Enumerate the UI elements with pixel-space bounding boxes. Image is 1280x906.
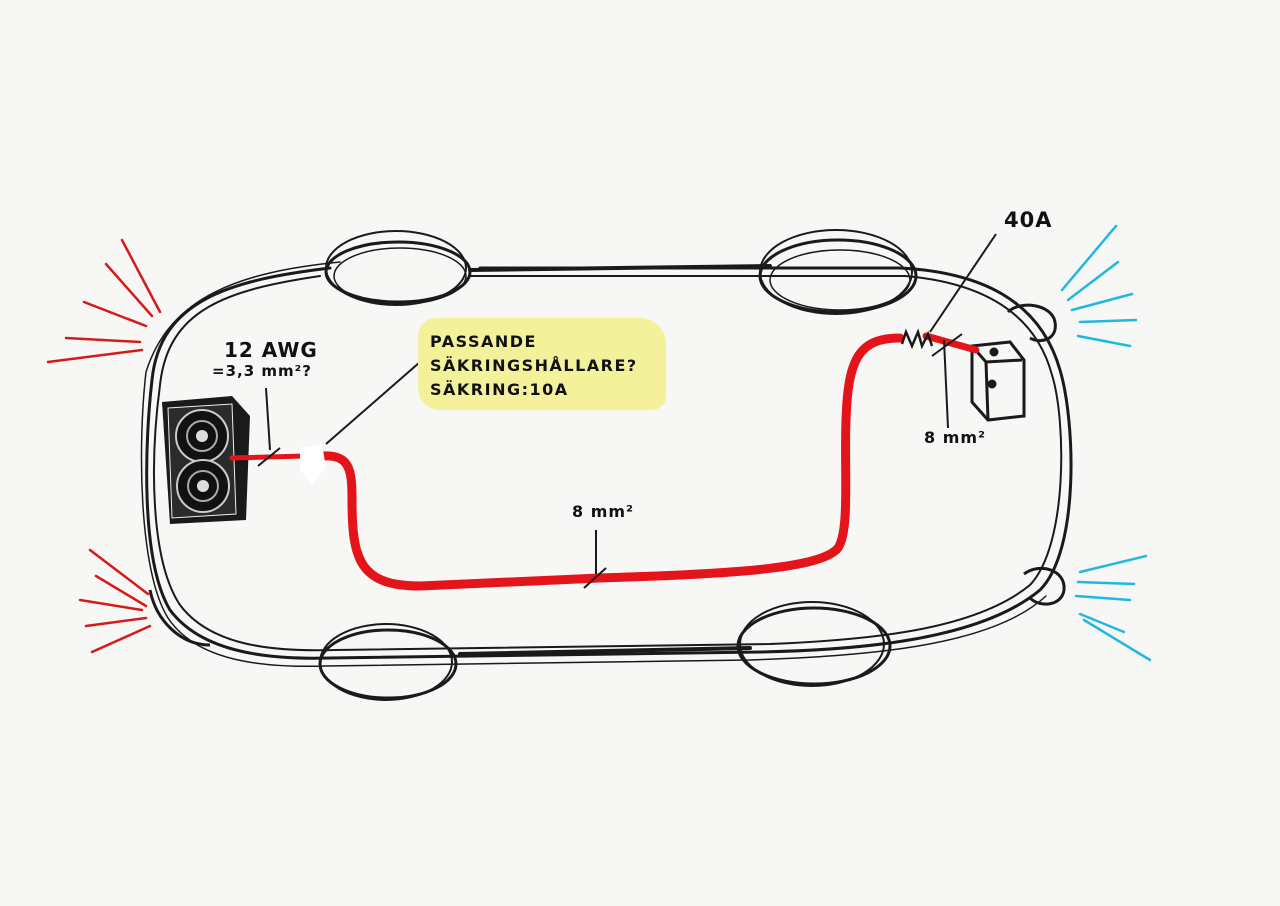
battery-icon: [970, 340, 1026, 422]
rear-light-rays-bottom: [78, 548, 152, 654]
main-fuse-label: 40A: [1004, 208, 1053, 232]
front-light-rays-bottom: [1074, 554, 1152, 662]
note-line-2: SÄKRINGSHÅLLARE?: [430, 356, 638, 375]
battery-cable-label: 8 mm²: [924, 428, 987, 447]
note-line-1: PASSANDE: [430, 332, 537, 351]
front-corner-bumps: [148, 303, 1066, 647]
car-body-outline: [140, 261, 1073, 668]
wheel-front-top: [758, 229, 918, 315]
note-line-3: SÄKRING:10A: [430, 380, 569, 399]
wheel-rear-top: [324, 230, 472, 306]
main-cable-label: 8 mm²: [572, 502, 635, 521]
speaker-wire-awg-label: 12 AWG: [224, 338, 318, 362]
rear-light-rays-top: [46, 238, 162, 364]
annotation-leaders: [257, 233, 997, 589]
speaker-box-icon: [162, 396, 250, 524]
front-light-rays-top: [1060, 224, 1138, 348]
wheel-rear-bottom: [318, 623, 458, 701]
wheel-front-bottom: [736, 601, 892, 687]
fuse-icon: [900, 328, 934, 350]
speaker-wire-mm2-label: =3,3 mm²?: [212, 362, 312, 380]
fuse-holder-gap: [300, 444, 326, 484]
note-highlight: [418, 318, 666, 410]
